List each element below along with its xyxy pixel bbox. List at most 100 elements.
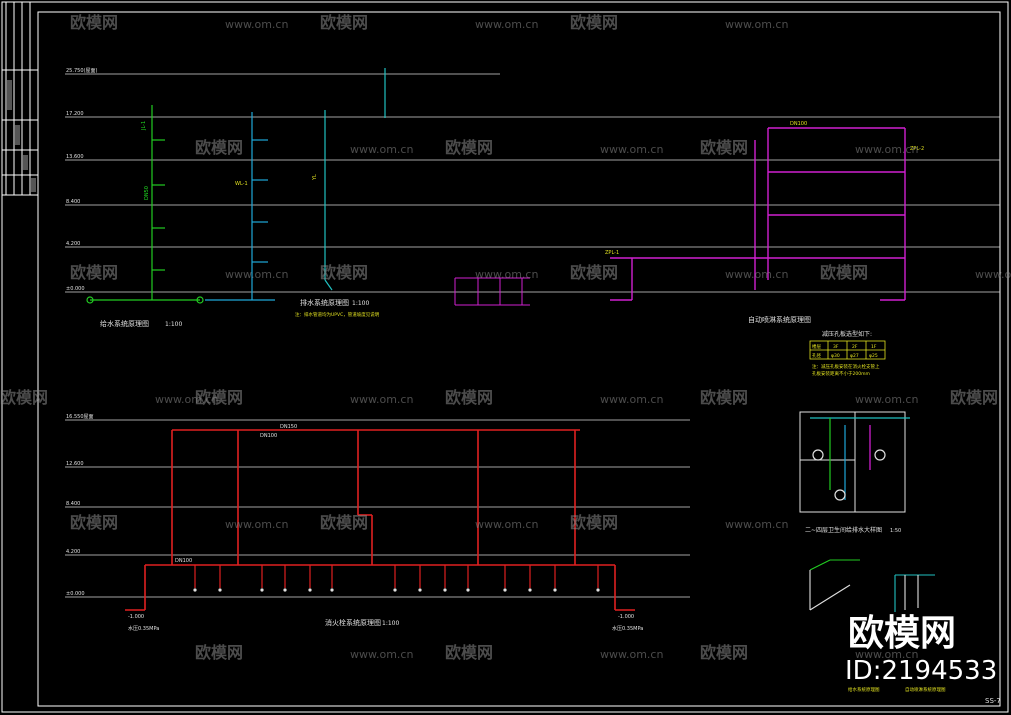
sheet-number: SS-7: [985, 697, 1001, 705]
elev-top-3: 8.400: [66, 199, 80, 205]
water-supply-system: [86, 105, 204, 304]
drainage-labels: WL-1 YL: [235, 174, 318, 187]
watermark-text: 欧模网: [570, 263, 618, 282]
watermark-text: 欧模网: [195, 138, 243, 157]
watermark-site: www.om.cn: [225, 518, 288, 531]
wl-label: WL-1: [235, 181, 248, 187]
elev-bot-4: ±0.000: [66, 591, 85, 597]
hydrant-outlet: [193, 588, 197, 592]
hydrant-outlet: [393, 588, 397, 592]
sprinkler-title: 自动喷淋系统原理图: [748, 315, 811, 324]
hydrant-outlet: [553, 588, 557, 592]
hydrant-outlet: [443, 588, 447, 592]
watermark-site: www.om.cn: [225, 268, 288, 281]
drain-scale: 1:100: [352, 300, 369, 307]
watermark-text: 欧模网: [70, 263, 118, 282]
hydrant-scale: 1:100: [382, 620, 399, 627]
hydrant-outlet: [260, 588, 264, 592]
hydrant-branch-risers: [193, 565, 600, 592]
watermark-text: 欧模网: [195, 643, 243, 662]
hydrant-outlet: [528, 588, 532, 592]
watermark-site: www.om.cn: [855, 143, 918, 156]
sprinkler-system: [610, 127, 906, 301]
drain-title: 排水系统原理图: [300, 298, 349, 307]
hydrant-outlet: [218, 588, 222, 592]
toilet-detail-plan: [799, 411, 906, 513]
legend-r1c2: φ27: [850, 353, 859, 359]
hydrant-dn150: DN150: [280, 424, 297, 430]
watermark-text: 欧模网: [70, 13, 118, 32]
title-strip-text: [7, 80, 36, 192]
fixture-group: [454, 277, 530, 306]
elev-top-5: ±0.000: [66, 286, 85, 292]
legend-r0c1: 3F: [833, 344, 839, 350]
watermark-text: 欧模网: [820, 263, 868, 282]
brand-name: 欧模网: [848, 613, 956, 654]
hydrant-labels: DN150 DN100 DN100 -1.000 -1.000 水压0.35MP…: [128, 424, 643, 632]
watermark-site: www.om.cn: [725, 268, 788, 281]
hydrant-pressure-right: 水压0.35MPa: [612, 625, 643, 632]
watermark-text: 欧模网: [700, 388, 748, 407]
elev-bot-2: 8.400: [66, 501, 80, 507]
hydrant-elev-neg-right: -1.000: [618, 614, 634, 620]
supply-scale: 1:100: [165, 321, 182, 328]
elev-top-2: 13.600: [66, 154, 84, 160]
watermark-site: www.om.cn: [600, 143, 663, 156]
axo-labels: 给水系统原理图 自动喷淋系统原理图: [848, 686, 946, 693]
elev-bot-0: 16.550屋面: [66, 414, 94, 420]
legend-r0c2: 2F: [852, 344, 858, 350]
yl-label: YL: [312, 174, 318, 181]
legend-r0c0: 楼层: [812, 343, 821, 350]
watermark-site: www.om.cn: [725, 18, 788, 31]
toilet-pipes: [810, 417, 910, 501]
elev-top-4: 4.200: [66, 241, 80, 247]
watermark-text: 欧模网: [700, 138, 748, 157]
watermark-text: 欧模网: [570, 13, 618, 32]
watermark-site: www.om.cn: [350, 393, 413, 406]
watermark-site: www.om.cn: [225, 18, 288, 31]
drain-note: 注：排水管道均为UPVC，管道坡度见说明: [295, 311, 380, 318]
legend-note2: 孔板安装距离不小于200mm: [812, 370, 870, 377]
axo1-title: 给水系统原理图: [848, 686, 880, 693]
legend-table: [809, 340, 886, 360]
elev-top-1: 17.200: [66, 111, 84, 117]
elev-top-0: 25.750(屋面): [66, 68, 97, 74]
watermark-text: 欧模网: [570, 513, 618, 532]
watermark-site: www.om.cn: [475, 268, 538, 281]
legend-r0c3: 1F: [871, 344, 877, 350]
water-supply-labels: JL-1 DN50: [141, 121, 150, 200]
watermark-text: 欧模网: [70, 513, 118, 532]
watermark-text: 欧模网: [445, 643, 493, 662]
watermark-text: 欧模网: [0, 388, 48, 407]
axo2-title: 自动喷淋系统原理图: [905, 686, 946, 693]
sprinkler-dn: DN100: [790, 121, 807, 127]
sprinkler-labels: ZPL-1 ZPL-2 DN100: [605, 121, 924, 256]
lower-floor-lines: [65, 419, 690, 598]
legend-r1c1: φ30: [831, 353, 840, 359]
fire-hydrant-system: [125, 429, 635, 611]
watermark-site: www.om.cn: [600, 393, 663, 406]
watermark-site: www.om.cn: [155, 393, 218, 406]
watermark-text: 欧模网: [195, 388, 243, 407]
hydrant-title: 消火栓系统原理图: [325, 618, 381, 627]
hydrant-dn100: DN100: [260, 433, 277, 439]
watermark-site: www.om.cn: [350, 143, 413, 156]
watermark-text: 欧模网: [445, 388, 493, 407]
watermark-site: www.om.cn: [855, 393, 918, 406]
legend-r1c0: 孔径: [812, 352, 821, 359]
hydrant-elev-neg-left: -1.000: [128, 614, 144, 620]
hydrant-outlet: [283, 588, 287, 592]
watermark-text: 欧模网: [445, 138, 493, 157]
hydrant-outlet: [330, 588, 334, 592]
watermark-site: www.om.cn: [855, 648, 918, 661]
watermark-site: www.om.cn: [475, 18, 538, 31]
legend-cells: 楼层 3F 2F 1F 孔径 φ30 φ27 φ25 注：减压孔板安装在消火栓支…: [812, 343, 880, 377]
lower-elevation-labels: 16.550屋面 12.600 8.400 4.200 ±0.000: [66, 414, 94, 597]
zpl2-label: ZPL-2: [910, 146, 924, 152]
watermark-text: 欧模网: [320, 513, 368, 532]
watermark-site: www.om.cn: [350, 648, 413, 661]
hydrant-dn100b: DN100: [175, 558, 192, 564]
